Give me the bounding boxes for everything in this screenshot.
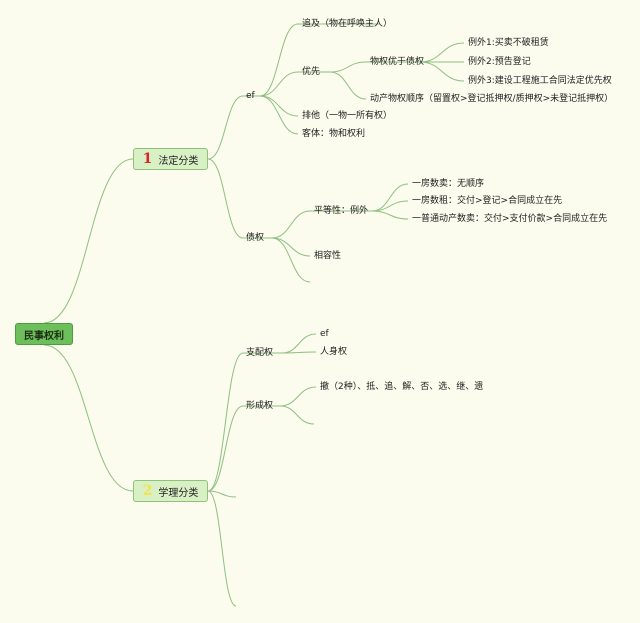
branch-theoretical-classification[interactable]: 2 学理分类 — [133, 480, 208, 502]
connector-b2-empty-2 — [207, 490, 237, 607]
connector-zhaiquan-empty — [271, 237, 311, 283]
node-exception-3[interactable]: 例外3:建设工程施工合同法定优先权 — [468, 76, 612, 86]
branch-legal-classification[interactable]: 1 法定分类 — [133, 148, 208, 170]
root-label: 民事权利 — [24, 330, 64, 342]
node-pingdeng[interactable]: 平等性：例外 — [314, 206, 369, 216]
connector-b2-xingcheng — [207, 405, 244, 492]
connector-exception-1 — [419, 42, 465, 63]
connector-pingdeng-item2 — [371, 200, 409, 212]
node-pingdeng-item-3[interactable]: 一普通动产数卖：交付>支付价款>合同成立在先 — [412, 214, 608, 224]
connector-zhipei-renshen — [281, 351, 317, 354]
node-exception-2[interactable]: 例外2:预告登记 — [468, 57, 531, 67]
connector-pingdeng-item1 — [371, 183, 409, 212]
connector-youxian-wuquan — [329, 61, 367, 73]
connector-ef-youxian — [259, 71, 299, 97]
connector-root-branch2 — [43, 344, 134, 492]
connector-zhaiquan-xiangrong — [271, 237, 311, 257]
node-xingcheng[interactable]: 形成权 — [246, 401, 274, 411]
connector-ef-zhuiji — [259, 23, 299, 97]
connector-b1-zhaiquan — [207, 158, 244, 239]
number-one-badge: 1 — [142, 151, 153, 167]
branch-legal-label: 法定分类 — [158, 155, 199, 167]
node-xingcheng-list[interactable]: 撤（2种）、抵、追、解、否、选、继、遗 — [320, 382, 484, 392]
node-zhuiji[interactable]: 追及（物在呼唤主人） — [302, 19, 393, 29]
node-zhaiquan[interactable]: 债权 — [246, 233, 265, 243]
node-keti[interactable]: 客体：物和权利 — [302, 129, 366, 139]
connector-xingcheng-empty — [279, 405, 315, 425]
connector-zhaiquan-pingdeng — [271, 210, 311, 239]
connector-root-branch1 — [43, 158, 134, 324]
node-wuquan-priority[interactable]: 物权优于债权 — [370, 57, 425, 67]
node-dongchan-order[interactable]: 动产物权顺序（留置权>登记抵押权/质押权>未登记抵押权） — [370, 94, 614, 104]
connector-xingcheng-list — [279, 386, 317, 407]
connector-pingdeng-item3 — [371, 210, 409, 220]
node-ef[interactable]: ef — [246, 91, 255, 101]
connector-b2-zhipei — [207, 352, 244, 492]
connector-b2-empty-1 — [207, 490, 237, 498]
node-xiangrong[interactable]: 相容性 — [314, 251, 342, 261]
branch-theory-label: 学理分类 — [158, 487, 199, 499]
node-zhipei-ef[interactable]: ef — [320, 329, 329, 339]
connector-youxian-dongchan — [329, 71, 367, 100]
connector-ef-paita — [259, 95, 299, 117]
node-zhipei[interactable]: 支配权 — [246, 348, 274, 358]
connector-ef-keti — [259, 95, 299, 135]
node-paita[interactable]: 排他（一物一所有权） — [302, 111, 393, 121]
node-renshen[interactable]: 人身权 — [320, 347, 348, 357]
connector-b1-ef — [207, 95, 244, 160]
node-pingdeng-item-1[interactable]: 一房数卖：无顺序 — [412, 179, 485, 189]
connector-exception-3 — [419, 61, 465, 82]
connector-zhipei-ef — [281, 333, 317, 354]
number-two-badge: 2 — [142, 483, 153, 499]
node-youxian[interactable]: 优先 — [302, 67, 321, 77]
node-pingdeng-item-2[interactable]: 一房数租：交付>登记>合同成立在先 — [412, 196, 563, 206]
root-node[interactable]: 民事权利 — [15, 323, 73, 345]
node-exception-1[interactable]: 例外1:买卖不破租赁 — [468, 38, 549, 48]
